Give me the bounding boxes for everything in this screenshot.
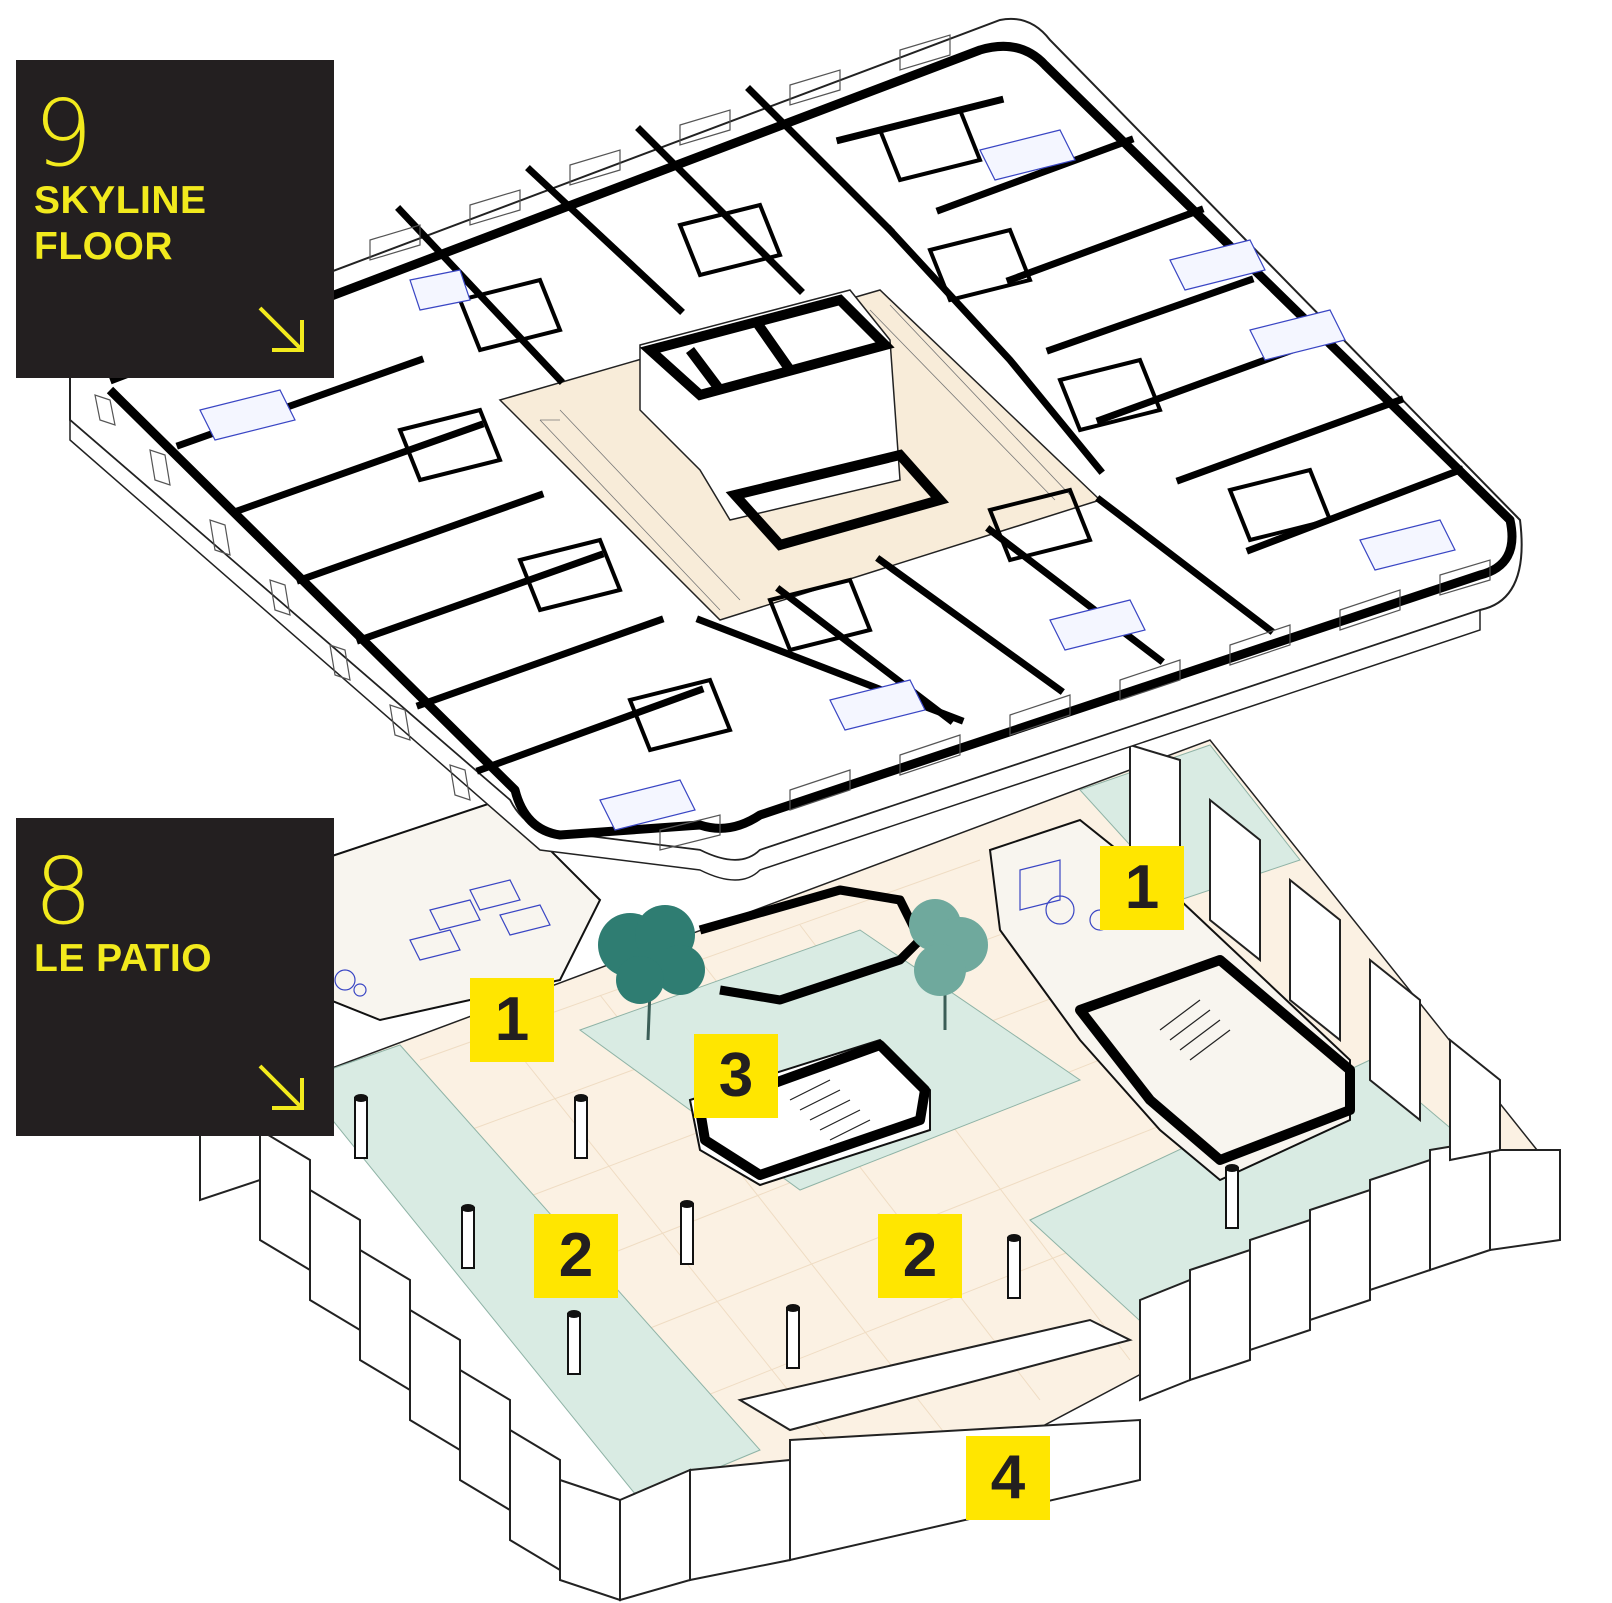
level-8-label-panel: 8 LE PATIO [16, 818, 334, 1136]
columns [354, 1094, 1239, 1375]
column [786, 1304, 800, 1369]
patio-facade-fins [199, 1078, 1561, 1602]
column [567, 1310, 581, 1375]
patio-right-facade [1129, 743, 1501, 1162]
zone-tag: 4 [966, 1436, 1050, 1520]
level-name: SKYLINE FLOOR [34, 179, 207, 269]
level-number: 8 [34, 838, 93, 945]
bathroom-pods [397, 107, 1333, 753]
atrium-railing [539, 304, 1071, 611]
left-green-strip [299, 1044, 761, 1501]
level-9-label-panel: 9 SKYLINE FLOOR [16, 60, 334, 378]
zone-tag: 1 [1100, 846, 1184, 930]
zone-tag: 2 [878, 1214, 962, 1298]
right-stair [1159, 999, 1231, 1061]
column [680, 1200, 694, 1265]
column [574, 1094, 588, 1159]
level-8-le-patio [199, 739, 1561, 1602]
level-name: LE PATIO [34, 937, 213, 980]
level-9-skyline-floor [69, 18, 1523, 881]
central-stair [789, 1079, 871, 1141]
central-core-wall [695, 1040, 930, 1180]
column [1007, 1234, 1021, 1299]
column [354, 1094, 368, 1159]
column [1225, 1164, 1239, 1229]
tree-left [598, 905, 705, 1041]
zone-tag: 1 [470, 978, 554, 1062]
entrance-steps [737, 1318, 1133, 1432]
arrow-down-right-icon [258, 1064, 304, 1110]
column [461, 1204, 475, 1269]
window-frames [94, 34, 1491, 851]
dining-furniture [334, 879, 551, 997]
bed-furniture [199, 129, 1456, 831]
tree-right [909, 899, 988, 1030]
zone-tag: 3 [694, 1034, 778, 1118]
arrow-down-right-icon [258, 306, 304, 352]
atrium-core [639, 289, 901, 521]
right-core-wall [1075, 955, 1355, 1165]
atrium-core-walls [639, 294, 950, 551]
central-core [688, 1038, 931, 1187]
level-number: 9 [34, 80, 93, 187]
zone-tag: 2 [534, 1214, 618, 1298]
